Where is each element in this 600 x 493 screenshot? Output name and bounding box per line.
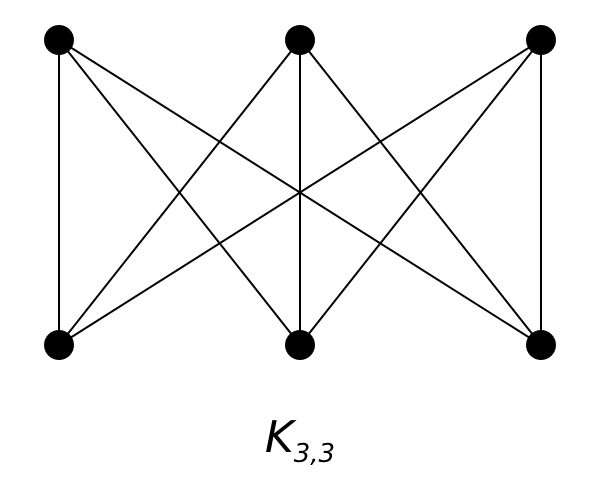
edge-layer	[58, 39, 542, 346]
edge-a3-b2	[299, 39, 542, 346]
graph-caption: K3,3	[265, 412, 335, 469]
node-layer	[44, 25, 556, 360]
caption-subscript: 3,3	[294, 439, 335, 469]
vertex-a3	[526, 25, 556, 55]
vertex-b1	[44, 330, 74, 360]
vertex-b2	[285, 330, 315, 360]
vertex-a2	[285, 25, 315, 55]
edge-a3-b1	[58, 39, 542, 346]
caption-letter: K	[265, 412, 297, 463]
vertex-b3	[526, 330, 556, 360]
edge-a2-b1	[58, 39, 301, 346]
vertex-a1	[44, 25, 74, 55]
